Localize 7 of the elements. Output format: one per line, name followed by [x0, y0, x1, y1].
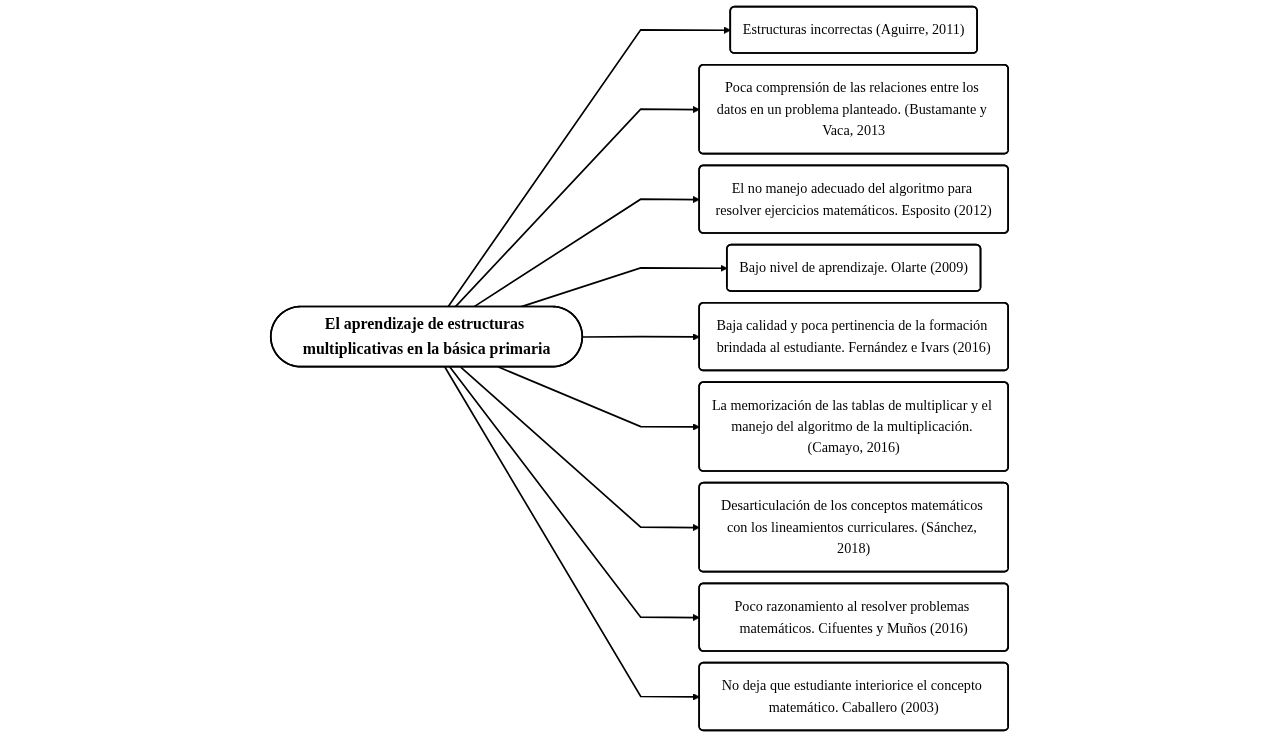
arrow	[449, 366, 700, 622]
arrow	[473, 195, 700, 308]
arrow	[444, 366, 700, 701]
arrow	[447, 26, 731, 308]
arrow	[497, 366, 700, 431]
arrow	[459, 366, 700, 532]
arrow	[454, 105, 700, 308]
